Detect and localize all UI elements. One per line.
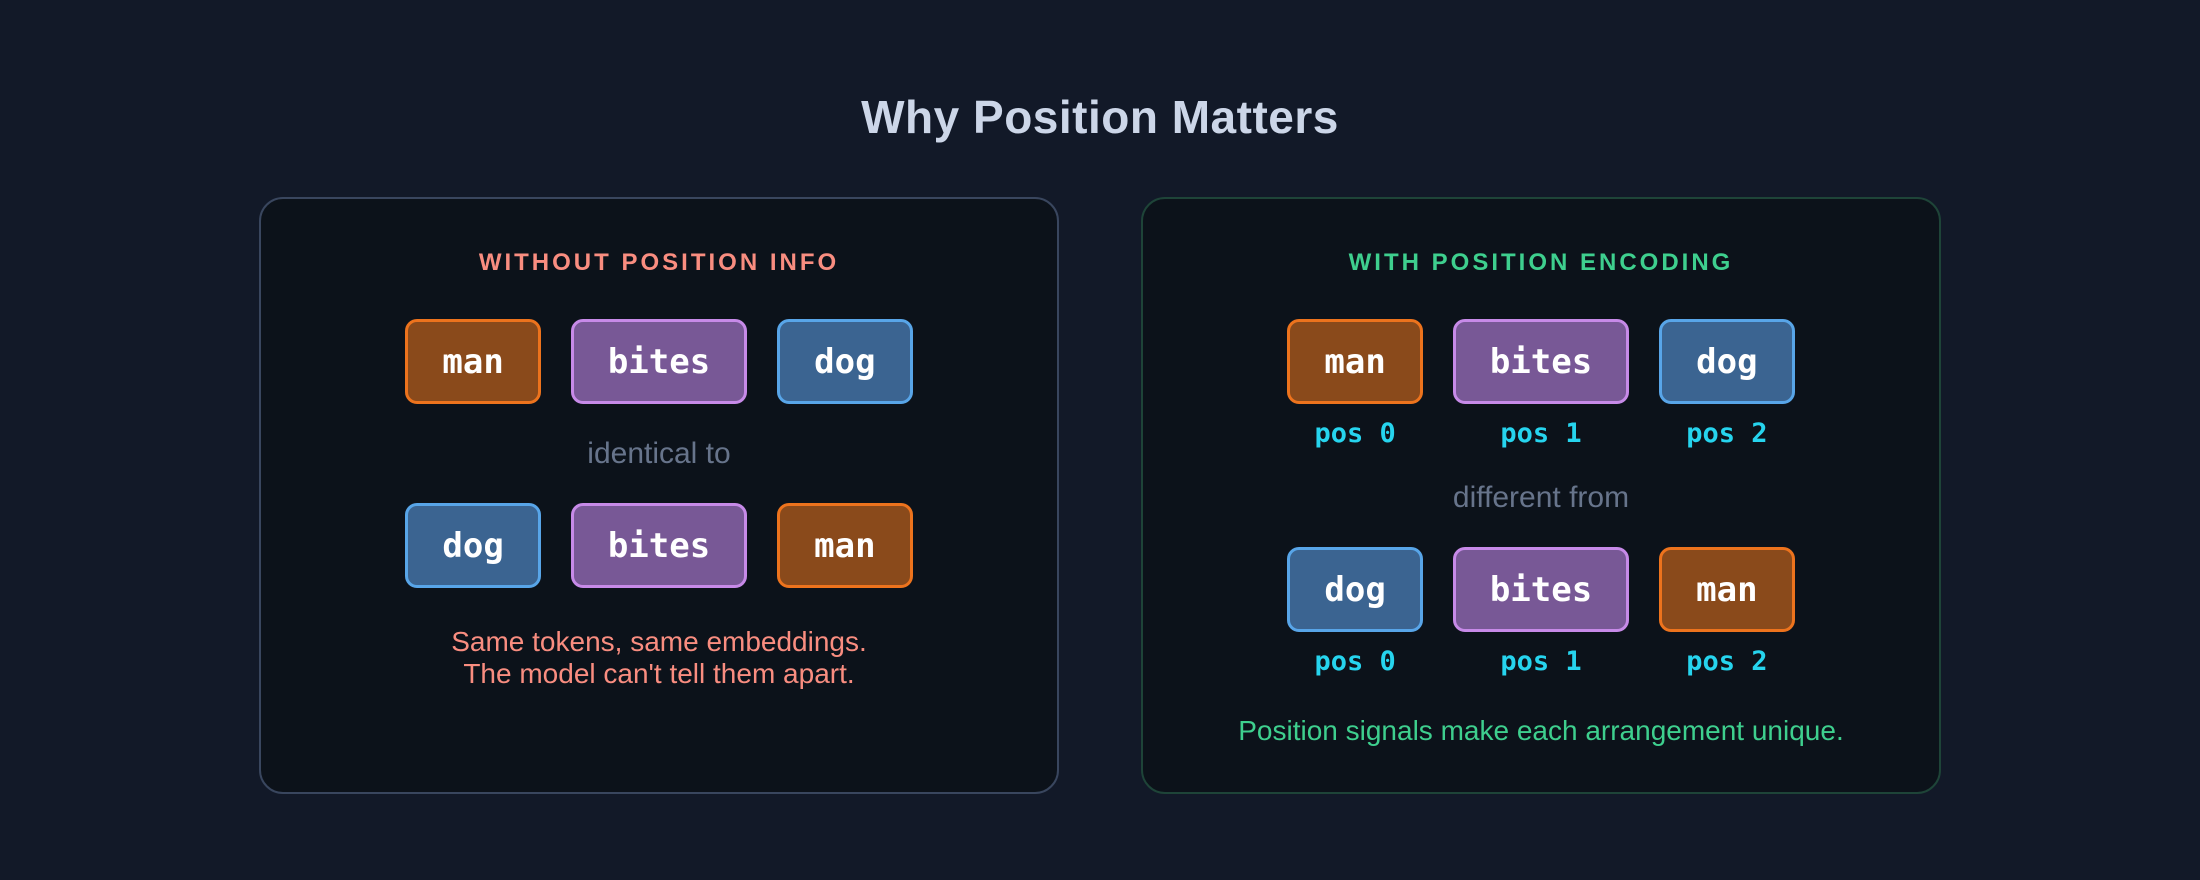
token-row-2-with: dog pos 0 bites pos 1 man pos 2 <box>1287 547 1795 677</box>
pos-label-0: pos 0 <box>1314 646 1396 677</box>
token-man: man <box>1659 547 1795 632</box>
caption-without-line-2: The model can't tell them apart. <box>463 658 855 689</box>
token-bites: bites <box>570 319 748 404</box>
token-man: man <box>1287 319 1423 404</box>
caption-without-line-1: Same tokens, same embeddings. <box>451 626 867 657</box>
caption-with: Position signals make each arrangement u… <box>1238 715 1844 746</box>
token-bites: bites <box>570 503 748 588</box>
panels-container: WITHOUT POSITION INFO man bites dog iden… <box>0 197 2200 794</box>
token-man: man <box>777 503 913 588</box>
pos-label-2: pos 2 <box>1686 418 1768 449</box>
pos-label-1: pos 1 <box>1500 418 1582 449</box>
token-man: man <box>405 319 541 404</box>
pos-label-1: pos 1 <box>1500 646 1582 677</box>
token-dog: dog <box>777 319 913 404</box>
token-col: man pos 2 <box>1659 547 1795 677</box>
panel-with-position-encoding: WITH POSITION ENCODING man pos 0 bites p… <box>1141 197 1941 794</box>
panel-heading-without: WITHOUT POSITION INFO <box>478 249 840 276</box>
token-bites: bites <box>1452 547 1630 632</box>
page-title: Why Position Matters <box>861 91 1339 143</box>
token-col: dog pos 0 <box>1287 547 1423 677</box>
token-col: bites pos 1 <box>1452 547 1630 677</box>
connector-different-from: different from <box>1452 481 1630 514</box>
connector-identical-to: identical to <box>587 437 731 470</box>
token-row-2-without: dog bites man <box>405 503 913 588</box>
pos-label-0: pos 0 <box>1314 418 1396 449</box>
pos-label-2: pos 2 <box>1686 646 1768 677</box>
token-col: dog pos 2 <box>1659 319 1795 449</box>
token-row-1-without: man bites dog <box>405 319 913 404</box>
caption-without: Same tokens, same embeddings. The model … <box>451 626 867 690</box>
panel-without-position-info: WITHOUT POSITION INFO man bites dog iden… <box>259 197 1059 794</box>
panel-heading-with: WITH POSITION ENCODING <box>1348 249 1734 276</box>
token-row-1-with: man pos 0 bites pos 1 dog pos 2 <box>1287 319 1795 449</box>
token-bites: bites <box>1452 319 1630 404</box>
token-dog: dog <box>1659 319 1795 404</box>
token-col: man pos 0 <box>1287 319 1423 449</box>
token-dog: dog <box>1287 547 1423 632</box>
token-col: bites pos 1 <box>1452 319 1630 449</box>
token-dog: dog <box>405 503 541 588</box>
